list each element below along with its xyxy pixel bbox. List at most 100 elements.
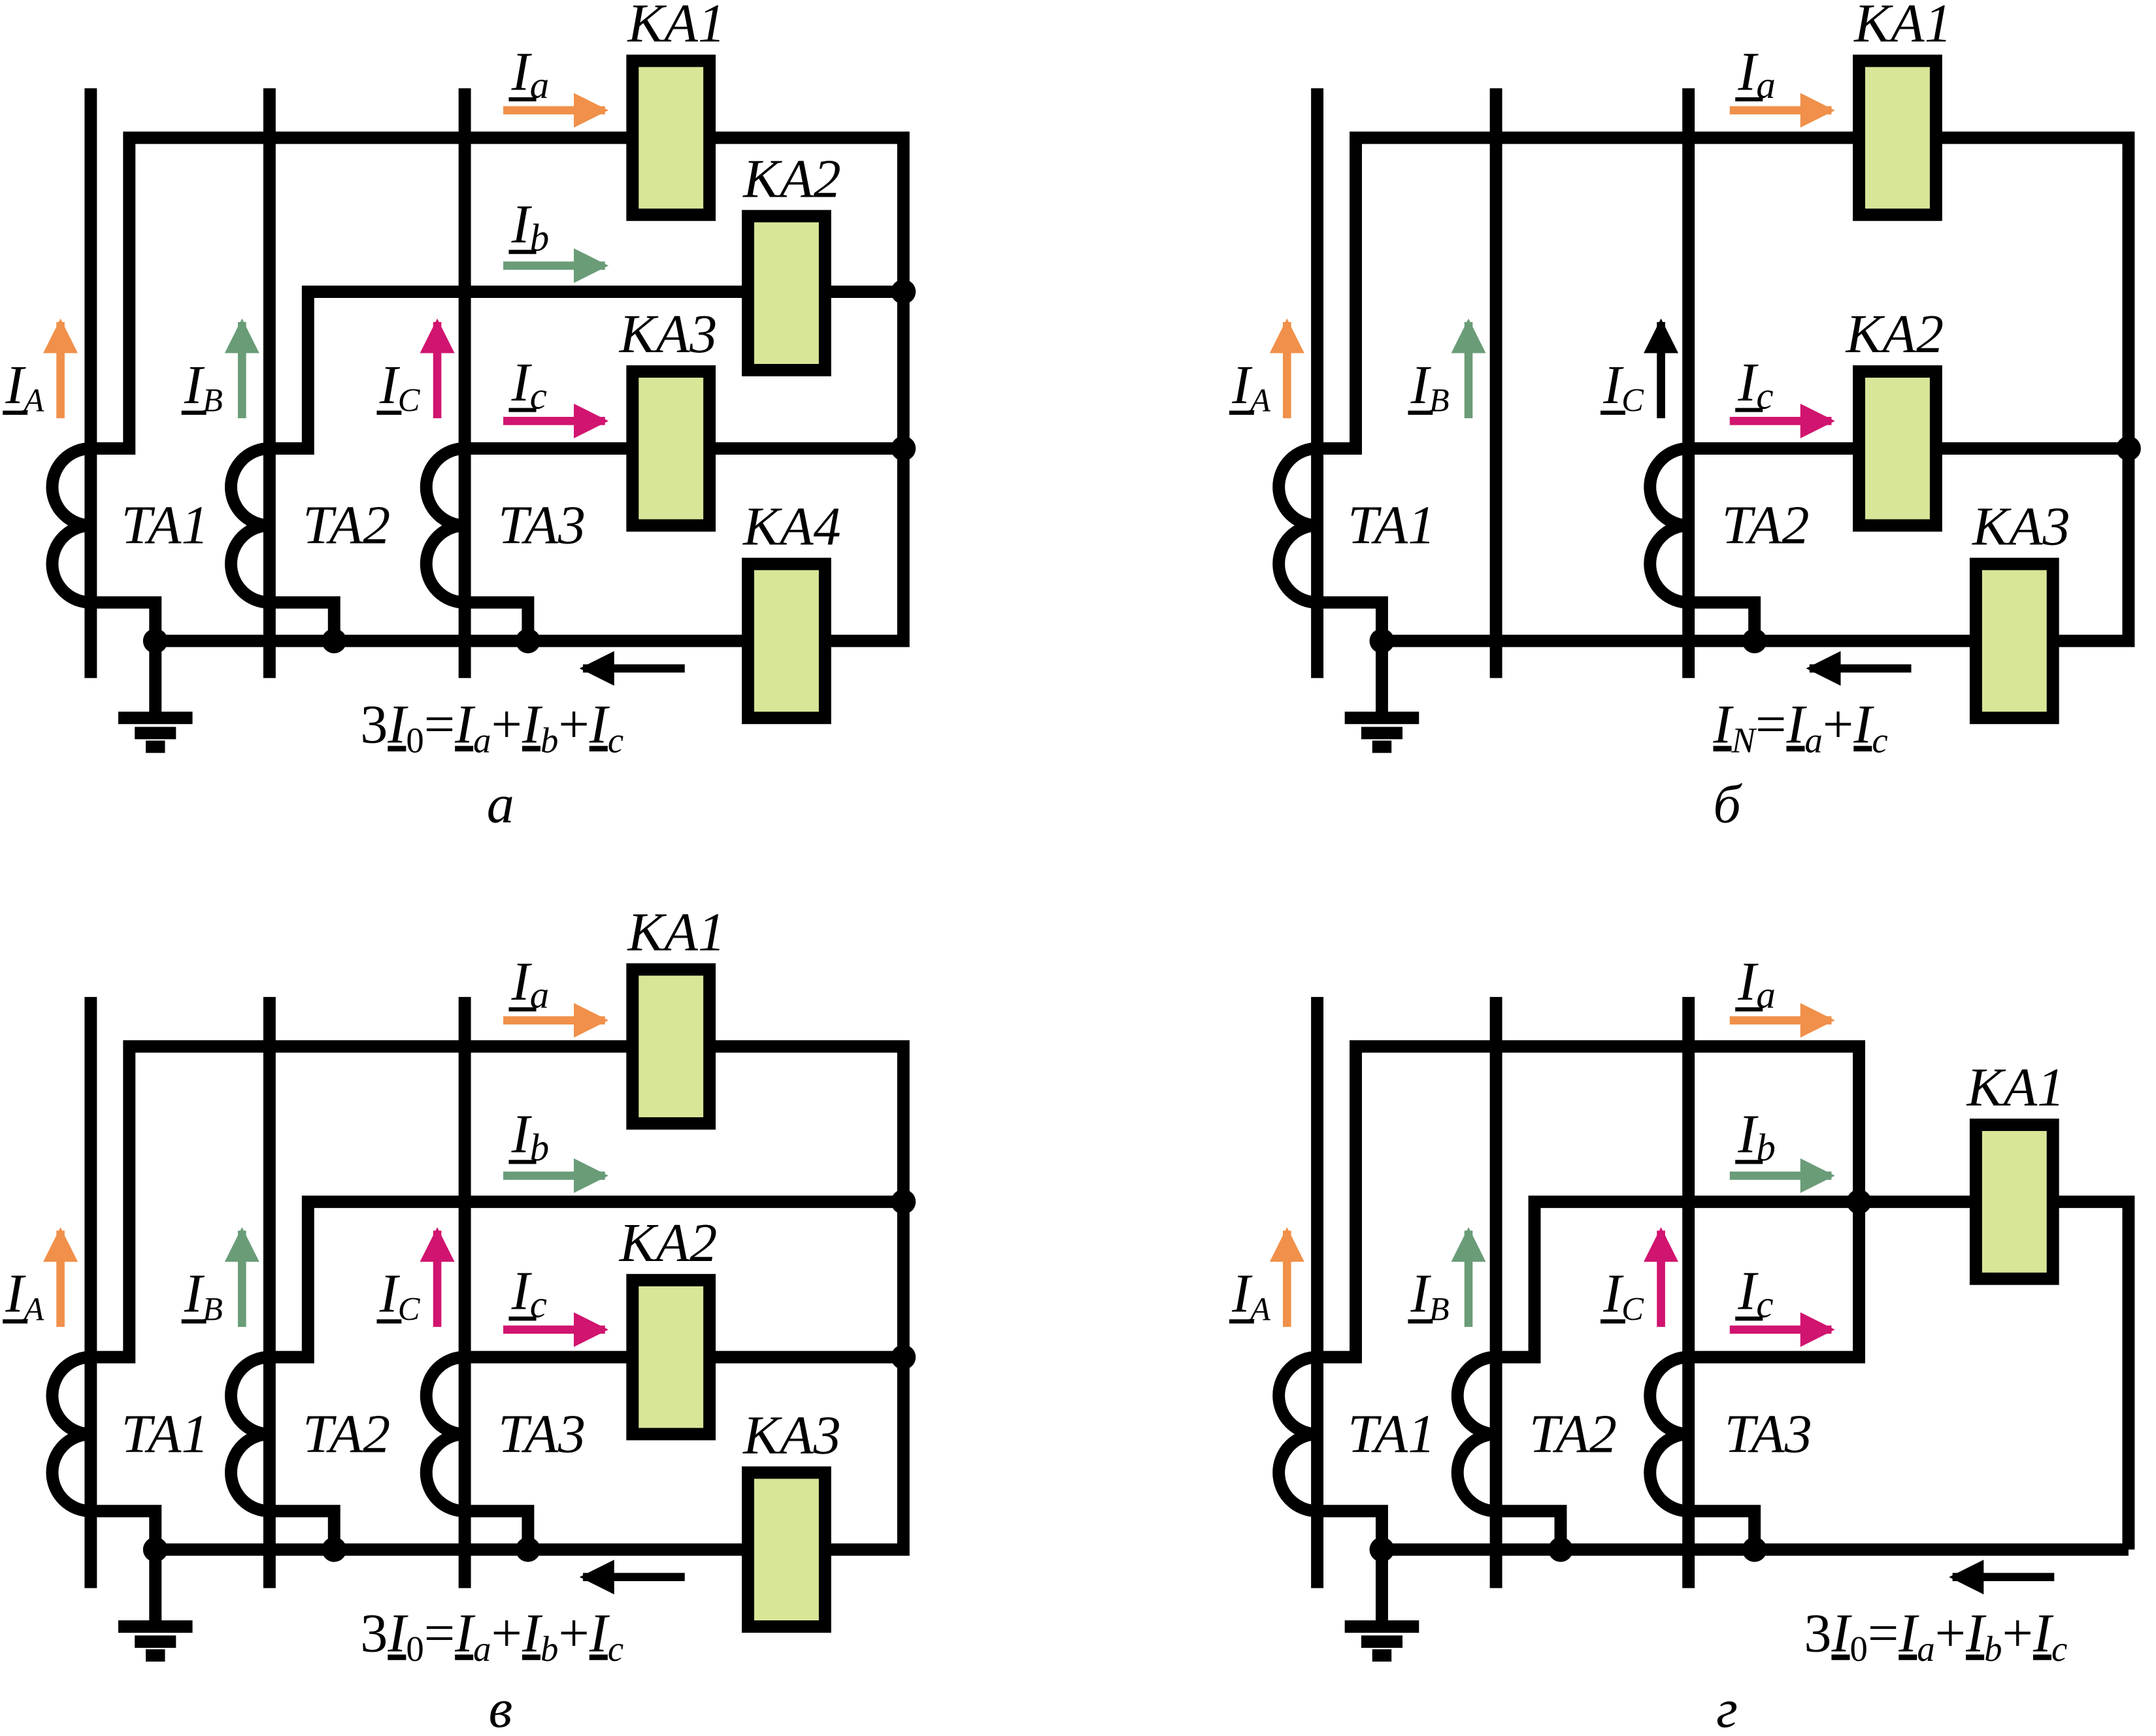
junctions xyxy=(142,1189,916,1562)
relay-label: KA1 xyxy=(627,0,725,54)
primary-buses xyxy=(84,88,471,678)
relay-ka3 xyxy=(742,1466,831,1633)
relays xyxy=(626,963,831,1633)
panel-caption: в xyxy=(489,1679,513,1733)
relay-label: KA3 xyxy=(619,304,718,365)
relays xyxy=(1969,1119,2059,1285)
svg-text:IB: IB xyxy=(1410,355,1450,419)
primary-current-label: IB xyxy=(181,355,223,419)
secondary-current-label: Ic xyxy=(508,352,547,418)
panel-v: KA1 KA2 KA3 TA1 TA2 TA3 Ia Ib Ic IA xyxy=(3,902,916,1736)
ct-label: TA2 xyxy=(1529,1403,1617,1464)
junctions xyxy=(1369,1189,1872,1562)
ct-coil-ta2 xyxy=(225,442,270,609)
ct-coil-ta1 xyxy=(46,442,91,609)
labels: KA1 KA2 KA3 TA1 TA2 Ia Ic IA IB IC xyxy=(1229,0,2070,835)
relay-label: KA1 xyxy=(1853,0,1952,54)
ct-label: TA1 xyxy=(121,1403,208,1464)
relay-label: KA3 xyxy=(742,1405,841,1466)
panel-caption: г xyxy=(1716,1679,1738,1733)
relay-ka1 xyxy=(626,963,716,1130)
current-arrows xyxy=(1269,93,1912,686)
secondary-current-label: Ia xyxy=(508,41,549,106)
primary-current-label: IA xyxy=(3,355,44,419)
relays xyxy=(626,54,831,725)
relay-label: KA2 xyxy=(742,148,841,209)
relay-ka2 xyxy=(626,1273,716,1441)
primary-current-label: IC xyxy=(1600,1264,1644,1328)
relay-ka1 xyxy=(1853,54,1942,221)
residual-current-formula: 3I0=Ia+Ib+Ic xyxy=(360,1603,623,1669)
svg-text:Ic: Ic xyxy=(511,1260,547,1326)
secondary-wiring xyxy=(90,1040,910,1662)
ct-coil-ta3 xyxy=(420,1351,465,1518)
panel-caption: б xyxy=(1713,774,1742,835)
ct-coil-ta1 xyxy=(1272,1351,1318,1518)
ct-coil-ta3 xyxy=(1644,1351,1689,1518)
svg-text:IB: IB xyxy=(184,1264,223,1328)
relay-ka2 xyxy=(1853,365,1942,532)
svg-text:IA: IA xyxy=(1231,355,1271,419)
svg-text:IB: IB xyxy=(184,355,223,419)
labels: KA1 KA2 KA3 TA1 TA2 TA3 Ia Ib Ic IA xyxy=(3,902,841,1736)
ct-label: TA1 xyxy=(1348,495,1435,556)
relay-ka3 xyxy=(1969,557,2059,725)
relay-label: KA4 xyxy=(742,497,841,557)
primary-buses xyxy=(84,996,471,1588)
relay-label: KA2 xyxy=(1845,304,1944,365)
primary-current-label: IB xyxy=(1408,355,1450,419)
primary-current-label: IC xyxy=(1600,355,1644,419)
svg-text:Ib: Ib xyxy=(1737,1104,1775,1170)
junctions xyxy=(142,279,916,653)
primary-current-label: IA xyxy=(1229,1264,1271,1328)
svg-text:IC: IC xyxy=(379,1264,421,1328)
svg-text:IC: IC xyxy=(1602,1264,1644,1328)
svg-text:IC: IC xyxy=(379,355,421,419)
relay-label: KA3 xyxy=(1972,497,2070,557)
ct-label: TA1 xyxy=(121,495,208,556)
svg-text:Ib: Ib xyxy=(511,194,549,259)
current-arrows xyxy=(43,93,685,686)
ct-label: TA2 xyxy=(303,1403,390,1464)
svg-text:Ib: Ib xyxy=(511,1104,549,1170)
secondary-current-label: Ib xyxy=(508,194,549,259)
svg-text:Ia: Ia xyxy=(511,41,549,106)
ct-coil-ta2 xyxy=(1451,1351,1497,1518)
relay-ka1 xyxy=(1969,1119,2059,1285)
svg-text:Ia: Ia xyxy=(511,951,549,1017)
svg-text:Ic: Ic xyxy=(511,352,547,418)
relay-label: KA1 xyxy=(1966,1057,2065,1118)
svg-text:Ia: Ia xyxy=(1737,951,1775,1017)
ct-label: TA2 xyxy=(1721,495,1809,556)
svg-text:IC: IC xyxy=(1602,355,1644,419)
ct-coil-ta3 xyxy=(420,442,465,609)
secondary-current-label: Ic xyxy=(1735,1260,1774,1326)
panel-a: KA1 KA2 KA3 KA4 TA1 TA2 TA3 Ia Ib Ic IA xyxy=(3,0,916,835)
ct-windings xyxy=(1272,442,1689,609)
svg-text:Ia: Ia xyxy=(1737,41,1775,106)
ct-coil-ta2 xyxy=(225,1351,270,1518)
secondary-wiring xyxy=(1317,131,2135,753)
panel-caption: а xyxy=(487,774,514,835)
svg-text:Ic: Ic xyxy=(1737,1260,1773,1326)
current-arrows xyxy=(43,1003,685,1595)
svg-text:IA: IA xyxy=(5,355,44,419)
relays xyxy=(1853,54,2059,725)
ct-windings xyxy=(46,442,465,609)
relay-ka4 xyxy=(742,557,831,725)
labels: KA1 KA2 KA3 KA4 TA1 TA2 TA3 Ia Ib Ic IA xyxy=(3,0,841,835)
relay-label: KA1 xyxy=(627,902,725,962)
svg-text:IA: IA xyxy=(1231,1264,1271,1328)
secondary-current-label: Ic xyxy=(508,1260,547,1326)
current-arrows xyxy=(1269,1003,2055,1595)
secondary-current-label: Ia xyxy=(508,951,549,1017)
secondary-current-label: Ic xyxy=(1735,352,1774,417)
svg-text:IA: IA xyxy=(5,1264,44,1328)
primary-current-label: IA xyxy=(1229,355,1271,419)
relay-ka1 xyxy=(626,54,716,221)
secondary-wiring xyxy=(90,131,910,753)
panel-g: KA1 TA1 TA2 TA3 Ia Ib Ic IA IB xyxy=(1229,951,2135,1736)
secondary-current-label: Ia xyxy=(1735,951,1776,1017)
secondary-current-label: Ia xyxy=(1735,41,1776,106)
junctions xyxy=(1369,436,2141,653)
